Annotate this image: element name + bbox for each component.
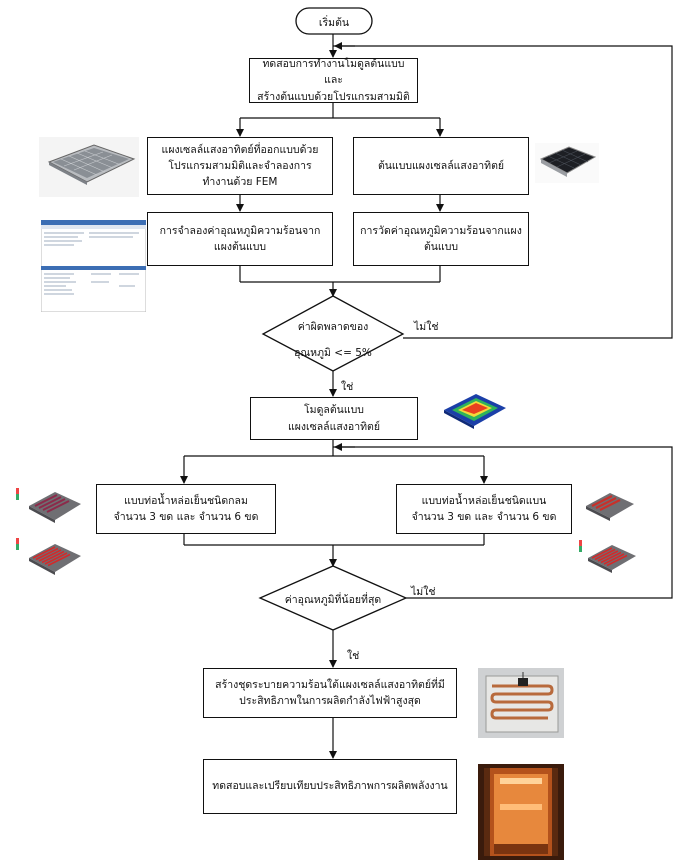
decision-temp-error: [261, 295, 405, 372]
module-proto-line1: โมดูลต้นแบบ: [304, 404, 364, 417]
temperature-heatmap-image: [440, 388, 510, 434]
test-chamber-photo-image: [478, 764, 564, 860]
module-proto-box: โมดูลต้นแบบแผงเซลล์แสงอาทิตย์: [250, 397, 418, 440]
measure-temp-line1: การวัดค่าอุณหภูมิความร้อนจากแผง: [360, 224, 522, 237]
round-pipe-line2: จำนวน 3 ขด และ จำนวน 6 ขด: [113, 511, 259, 523]
flat-pipe-3-coil-image: [582, 484, 638, 526]
test-module-line1: ทดสอบการทำงานโมดูลต้นแบบและ: [262, 58, 405, 87]
prototype-panel-label: ต้นแบบแผงเซลล์แสงอาทิตย์: [377, 159, 505, 172]
flat-pipe-6-coil-image: [578, 536, 640, 580]
flat-pipe-line2: จำนวน 3 ขด และ จำนวน 6 ขด: [411, 511, 557, 523]
measure-temp-line2: ต้นแบบ: [423, 241, 459, 253]
yes-label-1: ใช่: [341, 381, 354, 393]
designed-panel-line2: โปรแกรมสามมิติและจำลองการ: [168, 159, 312, 172]
fem-software-screenshot-image: [41, 220, 146, 312]
no-label-1: ไม่ใช่: [414, 321, 439, 333]
no-loop-line-2: [333, 446, 673, 599]
test-module-line2: สร้างต้นแบบด้วยโปรแกรมสามมิติ: [257, 90, 410, 103]
module-proto-line2: แผงเซลล์แสงอาทิตย์: [287, 420, 381, 433]
build-set-line2: ประสิทธิภาพในการผลิตกำลังไฟฟ้าสูงสุด: [239, 695, 421, 707]
designed-panel-line1: แผงเซลล์แสงอาทิตย์ที่ออกแบบด้วย: [161, 143, 319, 156]
designed-panel-box: แผงเซลล์แสงอาทิตย์ที่ออกแบบด้วยโปรแกรมสา…: [147, 137, 333, 195]
yes-label-2: ใช่: [347, 650, 360, 662]
prototype-panel-box: ต้นแบบแผงเซลล์แสงอาทิตย์: [353, 137, 529, 195]
build-set-line1: สร้างชุดระบายความร้อนใต้แผงเซลล์แสงอาทิต…: [215, 678, 445, 691]
decision2-label: ค่าอุณหภูมิที่น้อยที่สุด: [284, 594, 382, 606]
decision1-line1: ค่าผิดพลาดของ: [297, 321, 369, 333]
measure-temp-box: การวัดค่าอุณหภูมิความร้อนจากแผงต้นแบบ: [353, 212, 529, 266]
round-pipe-box: แบบท่อน้ำหล่อเย็นชนิดกลมจำนวน 3 ขด และ จ…: [96, 484, 276, 534]
round-pipe-3-coil-image: [15, 484, 85, 526]
cooling-coil-photo-image: [478, 668, 564, 738]
build-set-box: สร้างชุดระบายความร้อนใต้แผงเซลล์แสงอาทิต…: [203, 668, 457, 718]
round-pipe-line1: แบบท่อน้ำหล่อเย็นชนิดกลม: [124, 494, 248, 507]
no-loop-line-1: [333, 45, 673, 339]
flat-pipe-line1: แบบท่อน้ำหล่อเย็นชนิดแบน: [421, 494, 547, 507]
start-terminator: [295, 7, 373, 35]
sim-temp-line1: การจำลองค่าอุณหภูมิความร้อนจาก: [159, 224, 321, 237]
designed-panel-line3: ทำงานด้วย FEM: [202, 176, 278, 189]
round-pipe-6-coil-image: [15, 536, 85, 580]
flat-pipe-box: แบบท่อน้ำหล่อเย็นชนิดแบนจำนวน 3 ขด และ จ…: [396, 484, 572, 534]
decision-min-temp: [258, 565, 408, 631]
start-label: เริ่มต้น: [318, 17, 350, 29]
decision1-line2: อุณหภูมิ <= 5%: [294, 347, 372, 359]
no-label-2: ไม่ใช่: [411, 586, 436, 598]
test-module-box: ทดสอบการทำงานโมดูลต้นแบบและสร้างต้นแบบด้…: [249, 58, 418, 103]
solar-panel-photo-image: [535, 143, 599, 183]
sim-temp-box: การจำลองค่าอุณหภูมิความร้อนจากแผงต้นแบบ: [147, 212, 333, 266]
solar-panel-cad-image: [39, 137, 139, 197]
test-compare-box: ทดสอบและเปรียบเทียบประสิทธิภาพการผลิตพลั…: [203, 759, 457, 814]
test-compare-label: ทดสอบและเปรียบเทียบประสิทธิภาพการผลิตพลั…: [212, 780, 448, 793]
sim-temp-line2: แผงต้นแบบ: [213, 241, 267, 253]
